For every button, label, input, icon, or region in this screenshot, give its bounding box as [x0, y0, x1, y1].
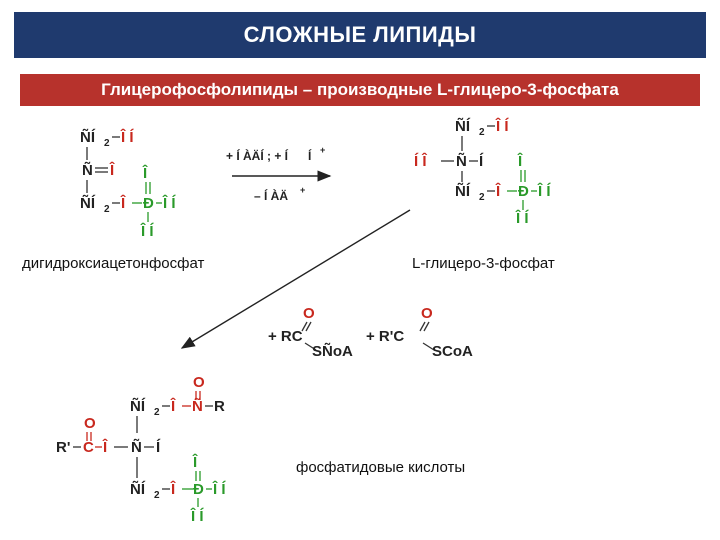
acyl1-dbl-a — [301, 321, 308, 332]
pa-ch2-bottom: ÑÍ — [130, 480, 146, 498]
acyl1-bond-s — [304, 342, 317, 351]
pa-p-o-top: Î — [192, 453, 198, 471]
g3p-p-oh-right: Î Í — [537, 182, 551, 200]
pa-rprime: R' — [56, 439, 70, 456]
acyl2-dbl-a — [419, 321, 426, 332]
dhap-ch2-bottom: ÑÍ — [80, 194, 96, 212]
g3p-o-ester: Î — [495, 182, 501, 200]
pa-structure: O ÑÍ 2 Î Ñ R O R' C Î Ñ Í ÑÍ 2 Î Î Ð — [56, 374, 226, 525]
dhap-c-ketone: Ñ — [82, 161, 93, 179]
acyl-coa-reagents: O + RC SÑoA O + R'C SCoA — [268, 305, 473, 360]
dhap-structure: ÑÍ 2 Î Í Ñ Î ÑÍ 2 Î Î Ð Î Í Î Í — [80, 128, 176, 240]
acyl2-dbl-b — [423, 321, 430, 332]
dhap-p-o-top: Î — [142, 164, 148, 182]
acyl2-o: O — [421, 305, 433, 322]
pa-c-top: Ñ — [192, 397, 203, 415]
g3p-oh-top: Î Í — [495, 117, 509, 135]
acyl1-s: SÑoA — [312, 342, 353, 360]
g3p-c-center: Ñ — [456, 152, 467, 170]
g3p-sub-top: 2 — [479, 127, 485, 138]
dhap-p-center: Ð — [143, 195, 154, 212]
pa-o-top: Î — [170, 397, 176, 415]
pa-sub-bottom: 2 — [154, 490, 160, 501]
dhap-oh-top: Î Í — [120, 128, 134, 146]
dhap-ch2-top: ÑÍ — [80, 128, 96, 146]
pa-r: R — [214, 398, 225, 415]
pa-sub-top: 2 — [154, 407, 160, 418]
reaction-arrow-1: + Í ÀÄÍ ; + Í Í + – Í ÀÄ + — [226, 145, 332, 203]
acyl2-s: SCoA — [432, 343, 473, 360]
pa-o-mid: Î — [102, 438, 108, 456]
g3p-p-center: Ð — [518, 183, 529, 200]
pa-p-center: Ð — [193, 481, 204, 498]
acyl1-prefix: + RC — [268, 328, 303, 345]
g3p-ch2-bottom: ÑÍ — [455, 182, 471, 200]
pa-p-oh-bottom: Î Í — [190, 507, 204, 525]
dhap-o-ketone: Î — [109, 161, 115, 179]
pa-p-oh-right: Î Í — [212, 480, 226, 498]
pa-dbl-o-top: O — [193, 374, 205, 391]
acyl1-o: O — [303, 305, 315, 322]
g3p-label: L-глицеро-3-фосфат — [412, 255, 555, 272]
pa-c-mid: C — [83, 439, 94, 456]
g3p-ch2-top: ÑÍ — [455, 117, 471, 135]
arrow1-above-h: Í — [308, 148, 312, 163]
pa-c-center: Ñ — [131, 438, 142, 456]
dhap-p-oh-right: Î Í — [162, 194, 176, 212]
arrow1-above-text: + Í ÀÄÍ ; + Í — [226, 148, 289, 163]
slide-title: СЛОЖНЫЕ ЛИПИДЫ — [14, 12, 706, 58]
arrow1-below-sup: + — [300, 185, 305, 195]
pa-label: фосфатидовые кислоты — [296, 459, 465, 476]
pa-o-bottom: Î — [170, 480, 176, 498]
dhap-o-ester: Î — [120, 194, 126, 212]
dhap-sub-bottom: 2 — [104, 204, 110, 215]
arrow1-above-sup: + — [320, 145, 325, 155]
pa-h: Í — [156, 439, 161, 456]
dhap-label: дигидроксиацетонфосфат — [22, 255, 205, 272]
acyl2-prefix: + R'C — [366, 328, 404, 345]
g3p-h: Í — [479, 153, 484, 170]
slide-subtitle: Глицерофосфолипиды – производные L-глице… — [20, 74, 700, 106]
acyl1-dbl-b — [305, 321, 312, 332]
acyl2-bond-s — [422, 342, 435, 351]
dhap-sub-top: 2 — [104, 138, 110, 149]
pa-dbl-o-mid: O — [84, 415, 96, 432]
diagonal-arrow — [180, 209, 411, 349]
g3p-p-o-top: Î — [517, 152, 523, 170]
g3p-sub-bottom: 2 — [479, 192, 485, 203]
dhap-p-oh-bottom: Î Í — [140, 222, 154, 240]
pa-ch2-top: ÑÍ — [130, 397, 146, 415]
g3p-structure: ÑÍ 2 Î Í Í Î Ñ Í ÑÍ 2 Î Î Ð Î Í Î Í — [414, 117, 551, 227]
g3p-p-oh-bottom: Î Í — [515, 209, 529, 227]
arrow1-below-text: – Í ÀÄ — [254, 188, 288, 203]
g3p-ho-left: Í Î — [414, 152, 427, 170]
